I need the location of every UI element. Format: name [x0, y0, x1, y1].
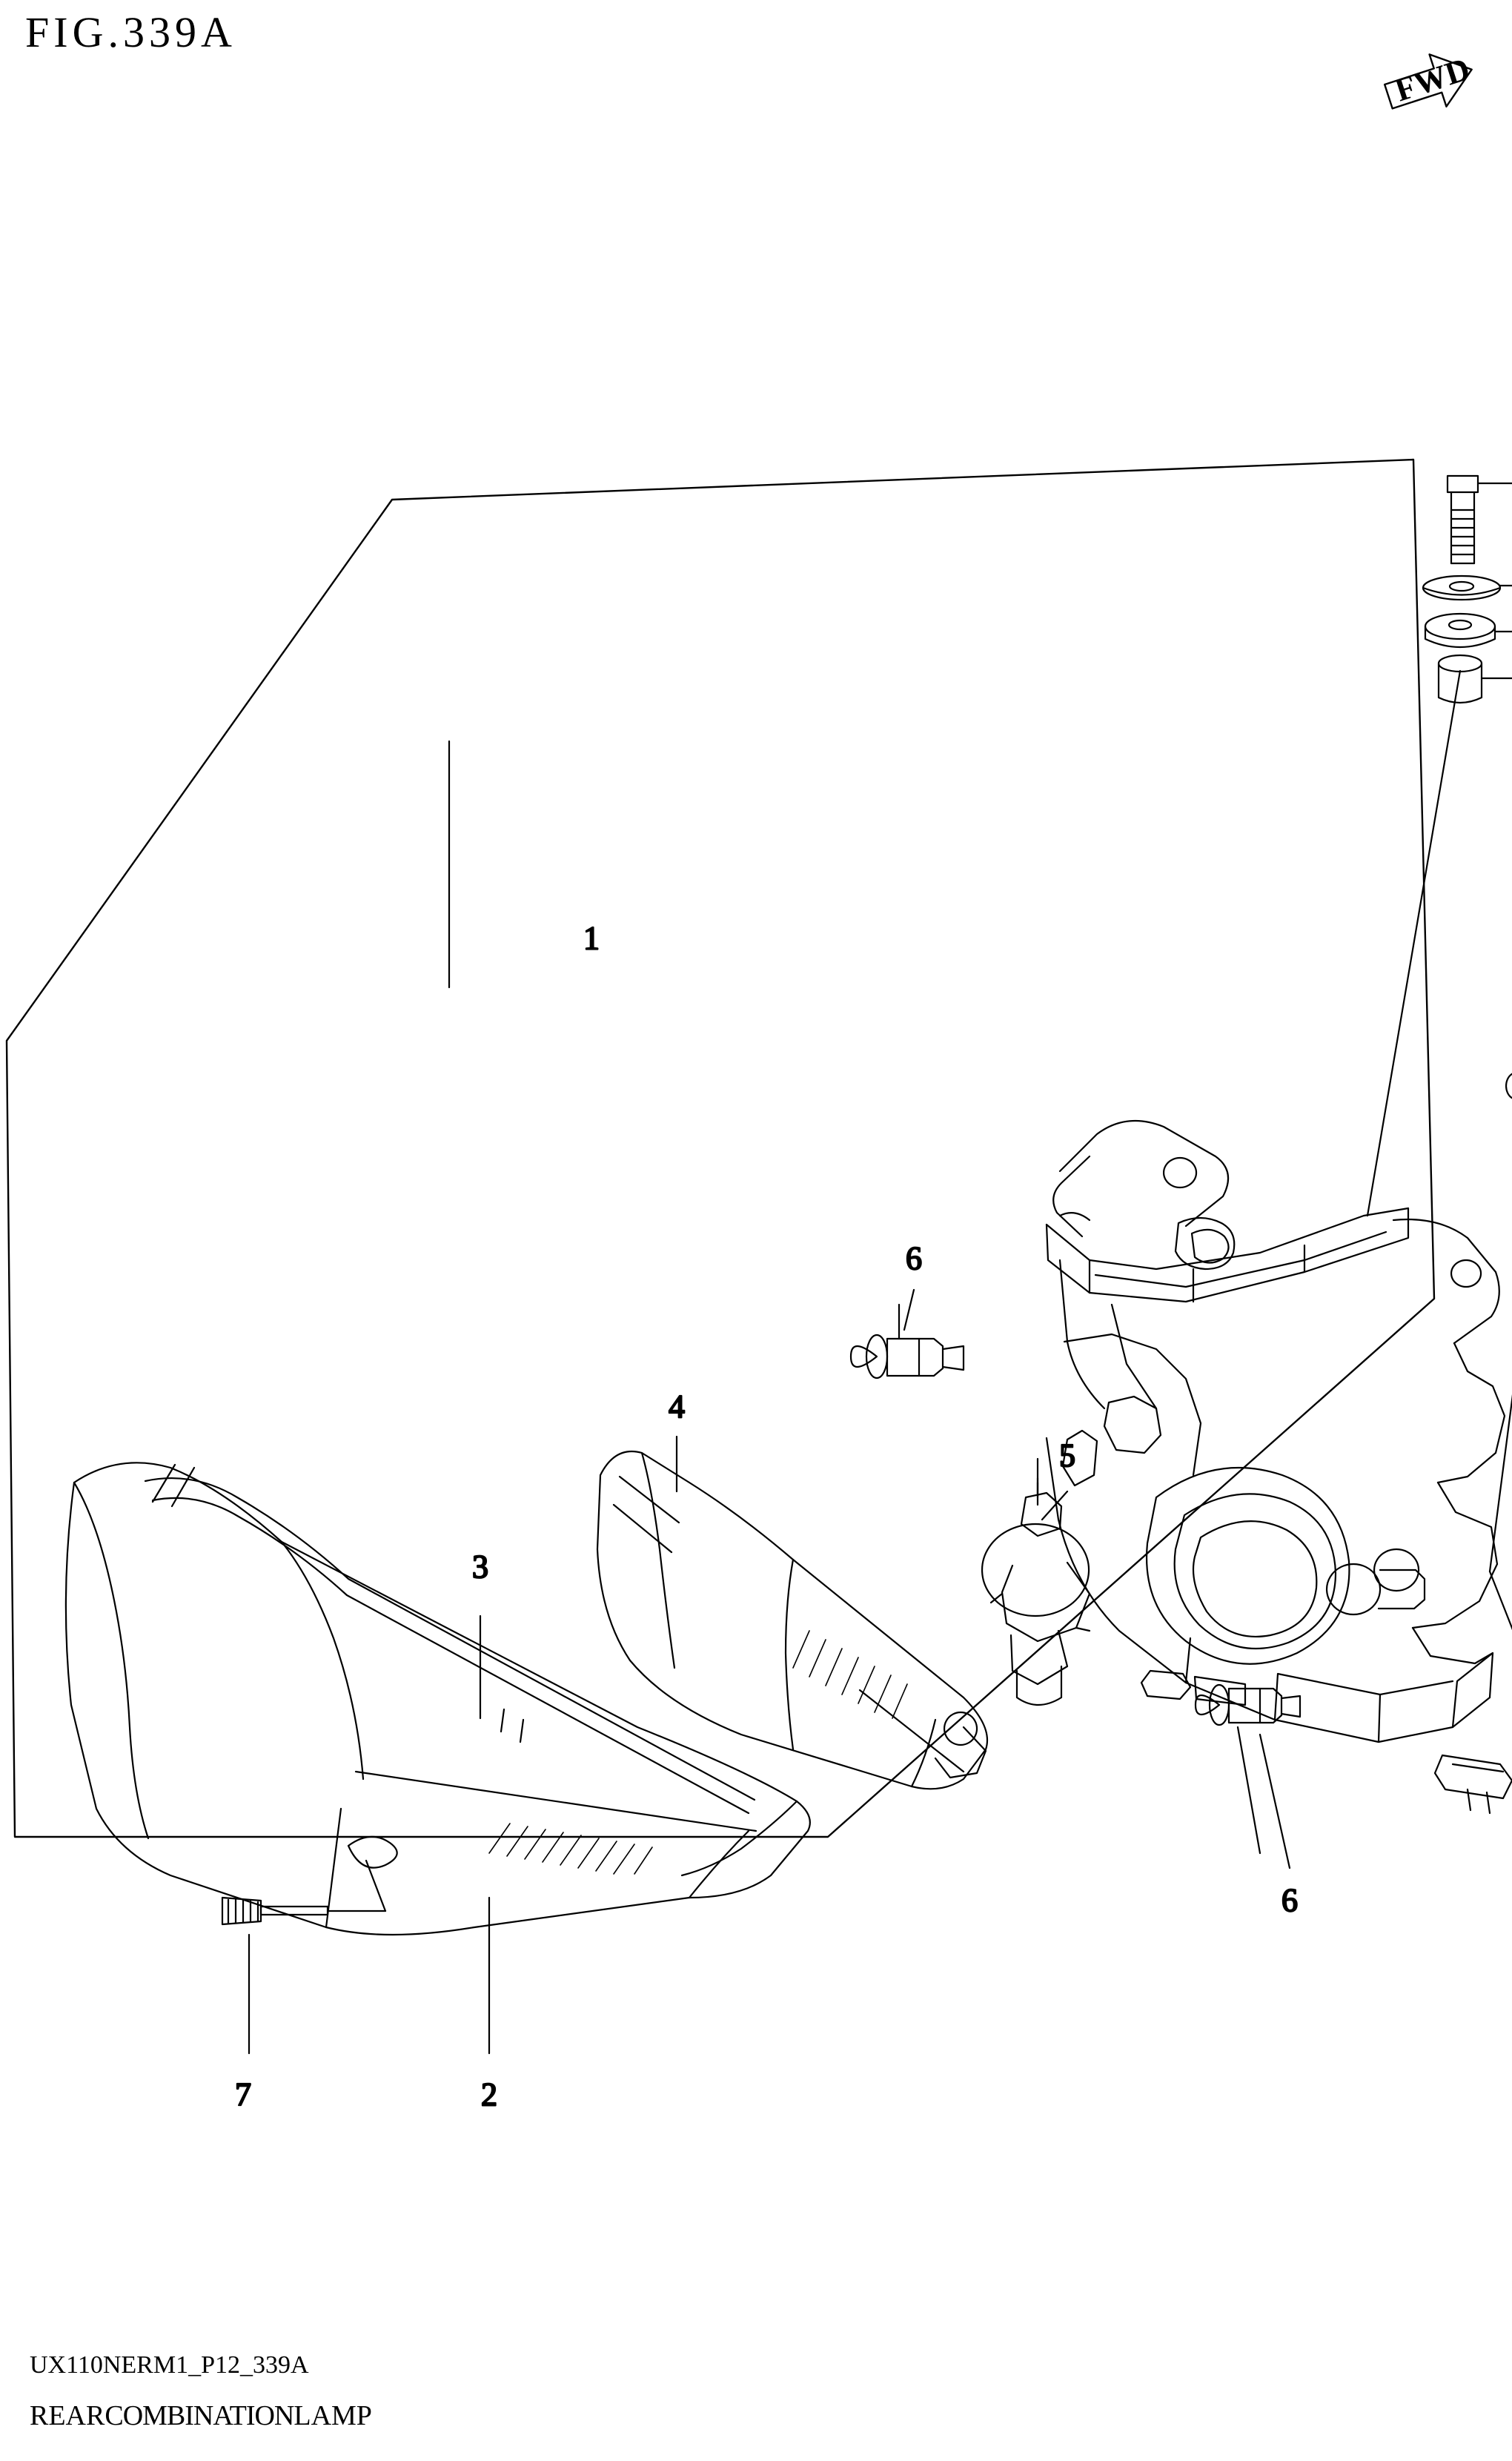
- callout-6-lower: 6: [1281, 1882, 1298, 1918]
- callout-7: 7: [235, 2076, 251, 2113]
- group-frame-hexagon: [5, 458, 1436, 1838]
- lens-middle-4: [596, 1450, 989, 1790]
- lamp-housing: [1020, 1119, 1512, 1815]
- grommet-11: [1424, 612, 1512, 649]
- figure-title: FIG.339A: [25, 8, 236, 56]
- collar-10: [1437, 654, 1512, 704]
- footer-title-part3: LAMP: [294, 2400, 372, 2431]
- footer-figure-name: REARCOMBINATIONLAMP: [30, 2399, 372, 2432]
- footer-title-part1: REAR: [30, 2400, 105, 2431]
- lens-lower-left-2: [64, 1462, 811, 1936]
- socket-4-end: [934, 1711, 987, 1779]
- bolt-12: [1446, 474, 1512, 565]
- callout-6-upper: 6: [906, 1240, 922, 1276]
- callout-3: 3: [472, 1549, 488, 1585]
- washer-9: [1422, 574, 1512, 601]
- bulb-6-upper: [849, 1303, 965, 1379]
- footer-title-part2: COMBINATION: [105, 2400, 294, 2431]
- callout-4: 4: [669, 1388, 685, 1425]
- screw-13: [1488, 1073, 1512, 1573]
- lens-gasket-3: [144, 1463, 756, 1815]
- callout-5: 5: [1059, 1437, 1075, 1474]
- callout-1: 1: [583, 920, 600, 956]
- fwd-badge-icon: FWD: [1383, 50, 1474, 110]
- callout-2: 2: [481, 2076, 497, 2113]
- footer-part-code: UX110NERM1_P12_339A: [30, 2351, 309, 2379]
- bulb-6-lower: [1194, 1683, 1302, 1855]
